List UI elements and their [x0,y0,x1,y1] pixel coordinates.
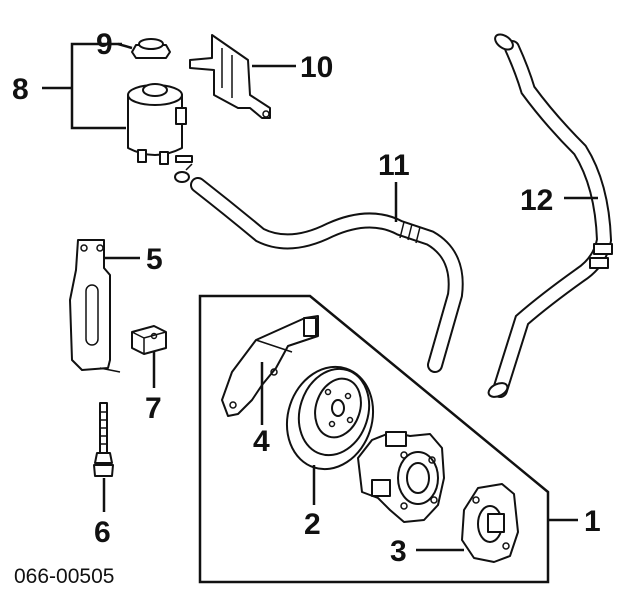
pulley-bracket [221,315,319,417]
pressure-hose [487,33,613,398]
reservoir-cap [131,38,171,59]
callout-2: 2 [304,508,321,541]
pump-pulley [285,365,375,471]
diagram-code: 066-00505 [14,565,114,588]
callout-9-leader [117,42,133,50]
callout-8: 8 [12,73,29,106]
callout-11: 11 [378,149,410,182]
return-hose [190,177,464,373]
callout-12: 12 [520,184,553,217]
callout-7: 7 [145,392,162,425]
callout-9: 9 [96,28,113,61]
spacer-block [131,325,167,355]
callout-8-bracket [70,42,126,130]
pump-rear-cover [461,483,519,563]
callout-6: 6 [94,516,111,549]
callout-1: 1 [584,505,601,538]
callout-10: 10 [300,51,333,84]
callout-3: 3 [390,535,407,568]
pump-body [357,431,445,523]
reservoir-bracket [189,34,271,119]
callout-5: 5 [146,243,163,276]
reservoir-tank [127,83,193,165]
hose-clamp [174,163,193,183]
callout-4: 4 [253,425,270,458]
pump-assembly-frame [198,294,550,584]
pump-bracket [69,239,121,373]
mounting-bolt [93,402,114,477]
